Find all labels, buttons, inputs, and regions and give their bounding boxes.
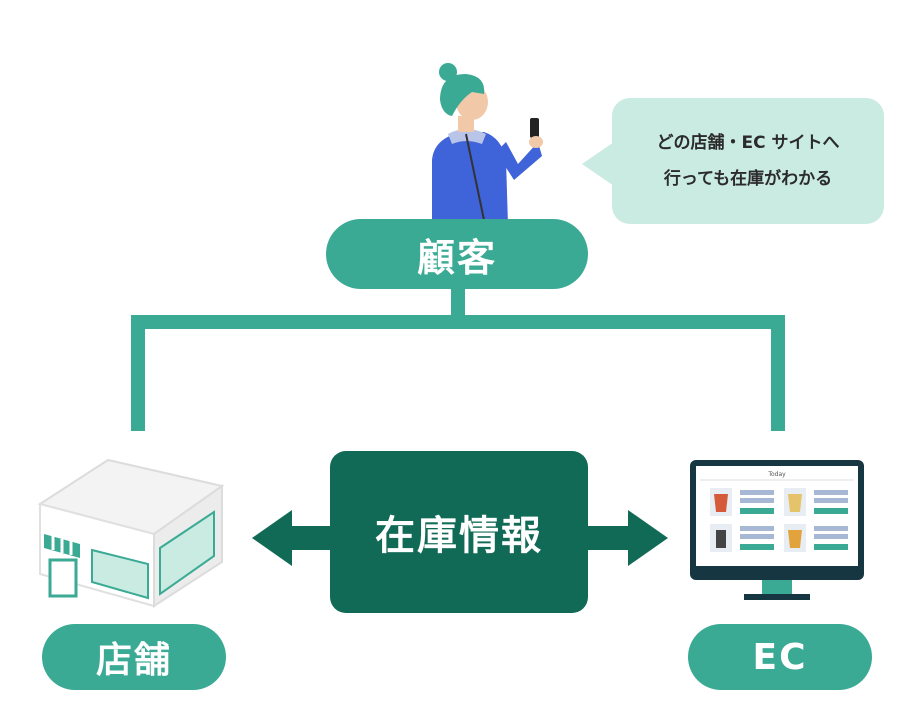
store-label: 店舗 xyxy=(42,624,226,690)
customer-illustration xyxy=(432,63,543,225)
monitor-title: Today xyxy=(767,471,786,478)
connector-horizontal xyxy=(131,315,785,329)
double-arrow-icon xyxy=(252,510,668,566)
connector-right xyxy=(771,315,785,431)
ec-label: EC xyxy=(688,624,872,690)
connector-left xyxy=(131,315,145,431)
store-building-icon xyxy=(37,458,225,608)
speech-bubble: どの店舗・EC サイトへ 行っても在庫がわかる xyxy=(612,98,884,224)
speech-line-1: どの店舗・EC サイトへ xyxy=(656,133,840,153)
speech-bubble-tail xyxy=(582,142,614,186)
customer-label: 顧客 xyxy=(326,219,588,289)
ec-monitor-icon: Today xyxy=(690,460,864,600)
speech-line-2: 行っても在庫がわかる xyxy=(663,169,833,189)
inventory-box: 在庫情報 xyxy=(330,451,588,613)
